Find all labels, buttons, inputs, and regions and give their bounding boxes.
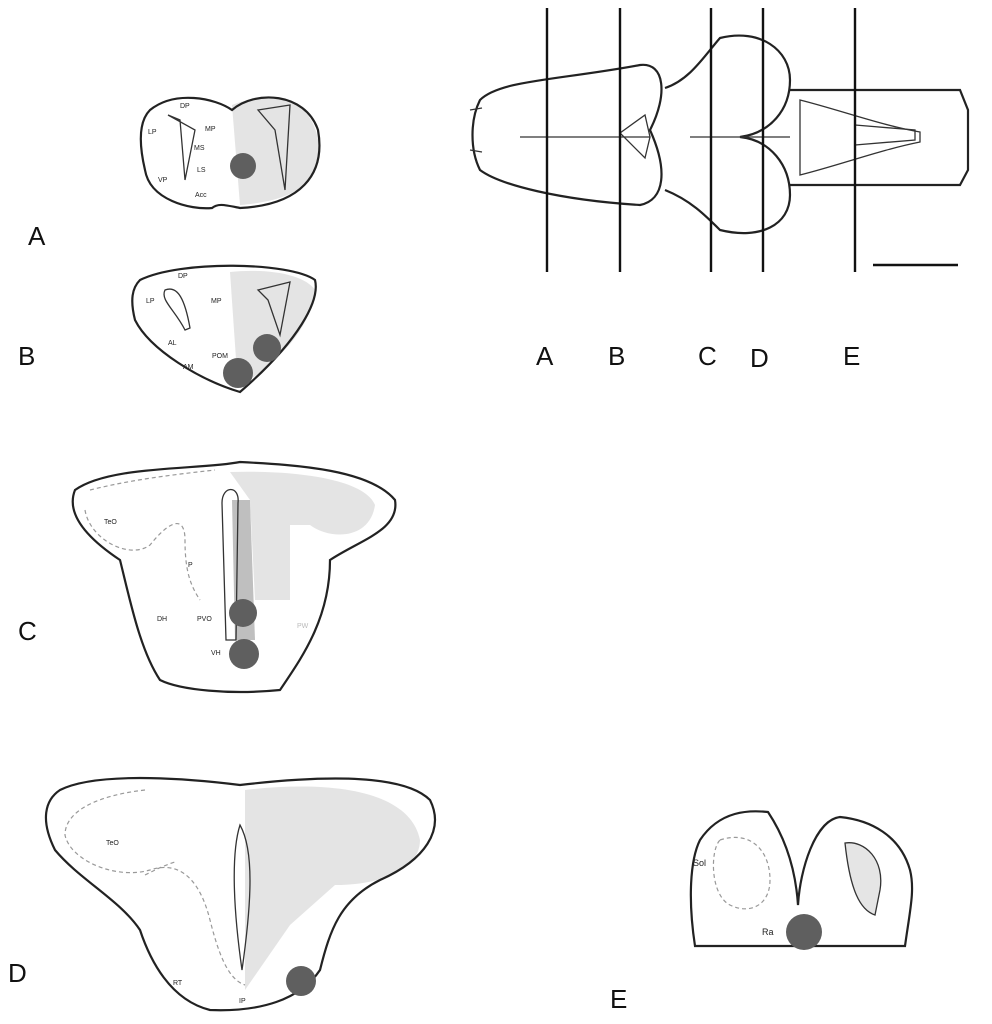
region-label: P	[188, 562, 193, 569]
region-label: TeO	[104, 519, 117, 526]
section-label: A	[536, 341, 554, 371]
brain-dorsal-view: A B C D E	[469, 8, 970, 373]
section-e-outline	[689, 810, 914, 948]
injection-site	[786, 914, 822, 950]
section-e: Sol Ra	[689, 810, 914, 950]
panel-letter-d: D	[8, 958, 27, 988]
section-b: DP LP MP AL AM POM	[131, 264, 317, 394]
region-label: PW	[297, 623, 309, 630]
region-label: Acc	[195, 192, 207, 199]
injection-site	[229, 639, 259, 669]
injection-site	[229, 599, 257, 627]
section-d-outline	[44, 776, 436, 1012]
injection-site	[286, 966, 316, 996]
region-label: RT	[173, 980, 183, 987]
section-label: C	[698, 341, 717, 371]
section-label: D	[750, 343, 769, 373]
region-label: LP	[148, 129, 157, 136]
section-label: E	[843, 341, 860, 371]
region-label: AL	[168, 340, 177, 347]
region-label: DP	[180, 103, 190, 110]
region-label: VP	[158, 177, 168, 184]
region-label: Ra	[762, 927, 774, 937]
region-label: AM	[183, 364, 194, 371]
panel-letter-c: C	[18, 616, 37, 646]
panel-letter-b: B	[18, 341, 35, 371]
section-c: TeO P DH PVO VH PW	[71, 460, 397, 694]
region-label: MP	[211, 298, 222, 305]
region-label: POM	[212, 353, 228, 360]
region-label: IP	[239, 998, 246, 1005]
region-label: Sol	[693, 858, 706, 868]
region-label: PVO	[197, 616, 212, 623]
region-label: DH	[157, 616, 167, 623]
region-label: MS	[194, 145, 205, 152]
region-label: VH	[211, 650, 221, 657]
section-d: TeO RT IP	[44, 776, 436, 1012]
region-label: MP	[205, 126, 216, 133]
section-c-outline	[71, 460, 397, 694]
panel-letter-e: E	[610, 984, 627, 1014]
injection-site	[230, 153, 256, 179]
injection-site	[223, 358, 253, 388]
region-label: LS	[197, 167, 206, 174]
injection-site	[253, 334, 281, 362]
region-label: LP	[146, 298, 155, 305]
region-label: DP	[178, 273, 188, 280]
panel-letter-a: A	[28, 221, 46, 251]
section-a-outline	[139, 96, 321, 210]
section-label: B	[608, 341, 625, 371]
region-label: TeO	[106, 840, 119, 847]
section-b-outline	[131, 264, 317, 394]
section-a: DP LP MP MS LS VP Acc	[139, 96, 321, 210]
